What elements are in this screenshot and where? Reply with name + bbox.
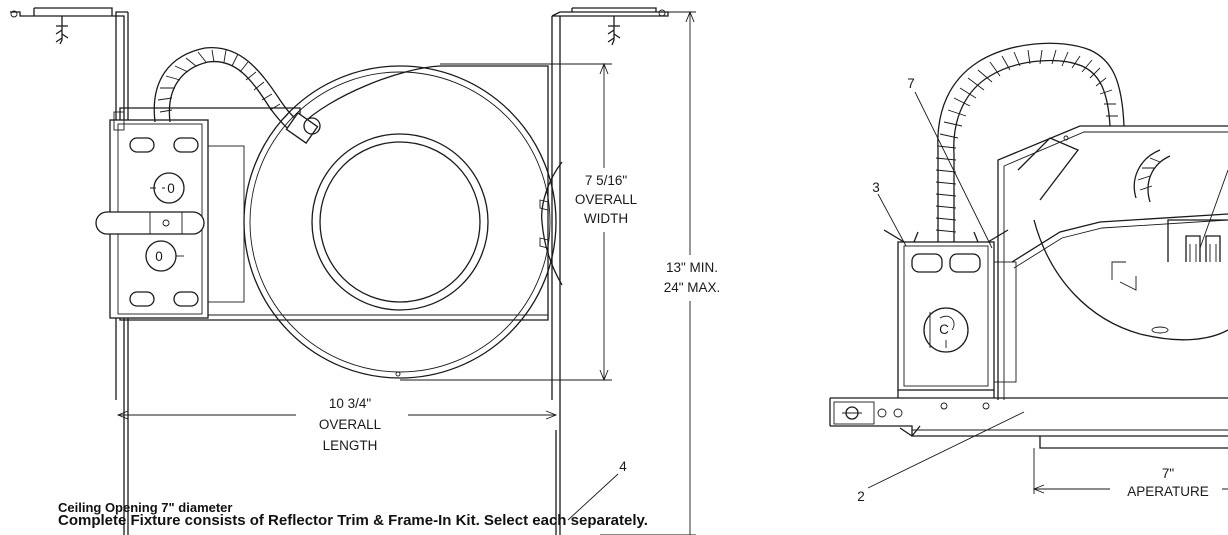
side-flexible-conduit	[935, 42, 1125, 242]
callout-socket-leader	[1199, 169, 1228, 249]
top-view: 0 0 7 5/16" OVERALL WIDTH	[10, 7, 740, 535]
frame-plate	[829, 390, 1228, 449]
junction-box: 0 0	[95, 111, 245, 319]
svg-text:0: 0	[155, 249, 163, 264]
width-dim-line1: 7 5/16"	[585, 173, 628, 188]
callout-7: 7	[907, 76, 915, 91]
aperture-dim-line2: APERATURE	[1127, 484, 1209, 499]
reflector-housing	[997, 125, 1228, 400]
callout-2-leader	[867, 411, 1025, 489]
length-dimension	[116, 410, 558, 420]
housing-outer-circle	[243, 65, 557, 379]
width-dim-line2: OVERALL	[575, 192, 638, 207]
svg-text:C: C	[939, 322, 949, 337]
lamp-socket	[1133, 149, 1228, 262]
aperture-dimension	[1032, 448, 1228, 494]
callout-7-leader	[914, 91, 993, 249]
length-dim-line2: OVERALL	[319, 417, 382, 432]
length-dim-line3: LENGTH	[323, 438, 378, 453]
callout-2: 2	[857, 489, 865, 504]
callout-4: 4	[619, 459, 627, 474]
svg-text:0: 0	[167, 181, 175, 196]
aperture-ring-inner	[319, 141, 481, 303]
side-view: C 7" APERATURE 7 3	[829, 42, 1228, 504]
flexible-conduit	[153, 46, 321, 144]
length-dim-line1: 10 3/4"	[329, 396, 372, 411]
aperture-ring-outer	[311, 133, 489, 311]
callout-4-leader	[567, 473, 619, 521]
spring-clip	[541, 161, 563, 286]
side-junction-box: C	[883, 229, 1017, 391]
callout-3: 3	[872, 180, 880, 195]
aperture-dim-line1: 7"	[1162, 466, 1175, 481]
caption-ceiling-opening: Ceiling Opening 7" diameter	[58, 500, 233, 515]
caption-complete-fixture: Complete Fixture consists of Reflector T…	[58, 512, 648, 529]
height-dim-line1: 13" MIN.	[666, 260, 718, 275]
callout-3-leader	[877, 193, 907, 247]
height-dim-line2: 24" MAX.	[664, 280, 721, 295]
width-dim-line3: WIDTH	[584, 211, 628, 226]
